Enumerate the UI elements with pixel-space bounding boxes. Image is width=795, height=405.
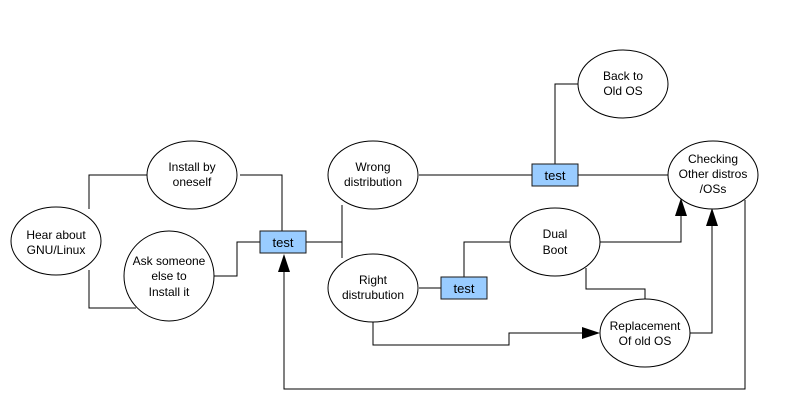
node-label-line: Other distros bbox=[679, 167, 748, 181]
edge-test3-to-dual bbox=[463, 241, 510, 277]
test-label: test bbox=[545, 168, 566, 183]
test-box-1: test bbox=[259, 230, 307, 254]
edge-checking-loop-to-test1 bbox=[283, 200, 746, 390]
arrowhead-into-checking-from-replacement bbox=[706, 208, 718, 226]
node-label-line: Install it bbox=[149, 285, 190, 299]
test-box-fill bbox=[531, 163, 579, 187]
node-label-line: Dual bbox=[543, 227, 568, 241]
node-label-line: Wrong bbox=[355, 160, 390, 174]
arrowheads bbox=[278, 198, 718, 339]
node-label-line: oneself bbox=[173, 175, 212, 189]
edge-hear-to-install bbox=[88, 174, 148, 209]
node-label-line: /OSs bbox=[700, 182, 727, 196]
node-label-line: Ask someone bbox=[133, 254, 206, 268]
node-hear-about: Hear about GNU/Linux bbox=[10, 206, 102, 276]
edge-install-to-test1 bbox=[240, 174, 283, 231]
node-label-line: Checking bbox=[688, 152, 738, 166]
test-label: test bbox=[273, 235, 294, 250]
node-install-by-oneself: Install by oneself bbox=[146, 140, 238, 210]
test-box-fill bbox=[440, 276, 488, 300]
node-replacement-of-old-os: Replacement Of old OS bbox=[599, 298, 691, 368]
node-checking-other-distros: Checking Other distros /OSs bbox=[667, 140, 759, 210]
edge-right-to-replacement bbox=[372, 321, 588, 346]
node-dual-boot: Dual Boot bbox=[509, 207, 601, 277]
test-box-fill bbox=[259, 230, 307, 254]
node-label-line: Back to bbox=[603, 69, 643, 83]
node-label-line: else to bbox=[151, 269, 187, 283]
node-label-line: distribution bbox=[344, 175, 402, 189]
node-label-line: Boot bbox=[543, 243, 568, 257]
arrowhead-into-replacement bbox=[582, 327, 600, 339]
test-label: test bbox=[454, 281, 475, 296]
node-label-line: GNU/Linux bbox=[27, 243, 86, 257]
node-label-line: Install by bbox=[168, 160, 215, 174]
node-label-line: Of old OS bbox=[619, 334, 672, 348]
arrowhead-into-checking-from-dual bbox=[675, 198, 687, 216]
edges bbox=[88, 83, 746, 390]
test-box-3: test bbox=[440, 276, 488, 300]
arrowhead-into-test1 bbox=[278, 254, 290, 272]
test-box-2: test bbox=[531, 163, 579, 187]
edge-ask-to-test1 bbox=[213, 241, 260, 277]
edge-hear-to-ask bbox=[88, 270, 136, 309]
node-ask-someone: Ask someone else to Install it bbox=[123, 230, 215, 322]
edge-dual-to-replacement bbox=[585, 268, 646, 299]
node-label-line: Old OS bbox=[603, 84, 642, 98]
node-wrong-distribution: Wrong distribution bbox=[327, 140, 419, 210]
node-label-line: distrubution bbox=[342, 288, 404, 302]
node-back-to-old-os: Back to Old OS bbox=[577, 49, 669, 119]
edge-dual-to-checking bbox=[600, 213, 682, 243]
node-label-line: Replacement bbox=[610, 319, 681, 333]
edge-replacement-to-checking bbox=[688, 222, 713, 334]
node-right-distribution: Right distrubution bbox=[327, 253, 419, 323]
node-label-line: Right bbox=[359, 273, 388, 287]
node-label-line: Hear about bbox=[26, 228, 86, 242]
edge-test2-to-back bbox=[554, 83, 579, 164]
